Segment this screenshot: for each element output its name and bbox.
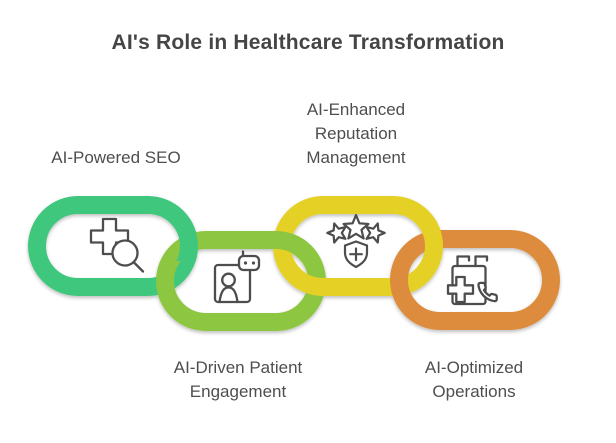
label-ai-driven-patient-engagement: AI-Driven Patient Engagement [173,358,303,401]
calendar-cross [446,275,475,304]
star-right [365,222,386,244]
id-card-outline [213,263,252,304]
chain-link-reputation-management-overlap [415,217,443,261]
shield-plus [349,247,363,262]
chain-link-operations [390,230,560,330]
robot-eye-right [251,261,256,265]
rating-stars-shield-icon [326,213,386,269]
star-left [326,222,347,244]
magnifier-handle [132,261,145,273]
person-shoulders [218,286,239,304]
calendar-phone-icon [446,255,498,306]
robot-eye-left [243,261,248,265]
robot-head [237,254,261,272]
calendar-hook-left [456,255,471,268]
chain-links-group [28,196,560,331]
person-head [221,272,236,288]
label-ai-optimized-operations: AI-Optimized Operations [424,358,524,401]
chain-link-seo-overlap [170,219,198,261]
medical-cross-search-icon [89,217,145,273]
page-title: AI's Role in Healthcare Transformation [111,31,505,54]
label-ai-enhanced-reputation-management: AI-Enhanced Reputation Management [306,100,406,167]
magnifier-lens [111,239,139,267]
label-ai-powered-seo: AI-Powered SEO [51,148,181,167]
phone-handset [477,281,498,303]
calendar-hook-right [474,255,489,268]
star-center [342,213,370,240]
patient-id-card-robot-icon [213,250,261,304]
